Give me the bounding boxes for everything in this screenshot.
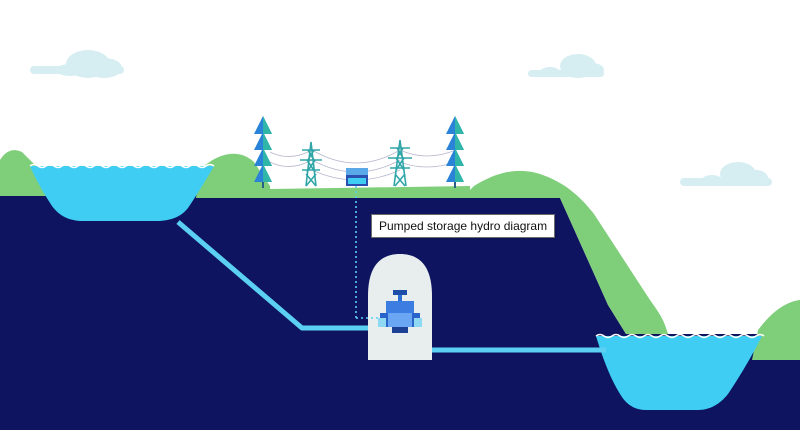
cloud-icon <box>30 50 124 78</box>
lower-reservoir <box>596 336 762 410</box>
pylon-icon <box>388 139 412 187</box>
mountain-slope <box>462 170 668 334</box>
tree-icon <box>254 116 272 188</box>
right-hill <box>752 300 800 360</box>
pylon-icon <box>300 141 322 187</box>
upper-reservoir-waves <box>29 163 215 169</box>
generator-icon <box>346 168 368 186</box>
ground-surface <box>200 186 470 198</box>
diagram-tooltip: Pumped storage hydro diagram <box>371 214 556 238</box>
left-hill <box>0 150 46 196</box>
turbine-icon <box>378 290 422 333</box>
penstock-pipe <box>176 220 378 331</box>
lower-reservoir-waves <box>595 333 765 339</box>
cloud-icon <box>528 54 604 78</box>
upper-right-hill <box>196 153 270 198</box>
cloud-icon <box>680 162 772 186</box>
upper-reservoir <box>30 166 214 221</box>
tree-icon <box>446 116 464 188</box>
